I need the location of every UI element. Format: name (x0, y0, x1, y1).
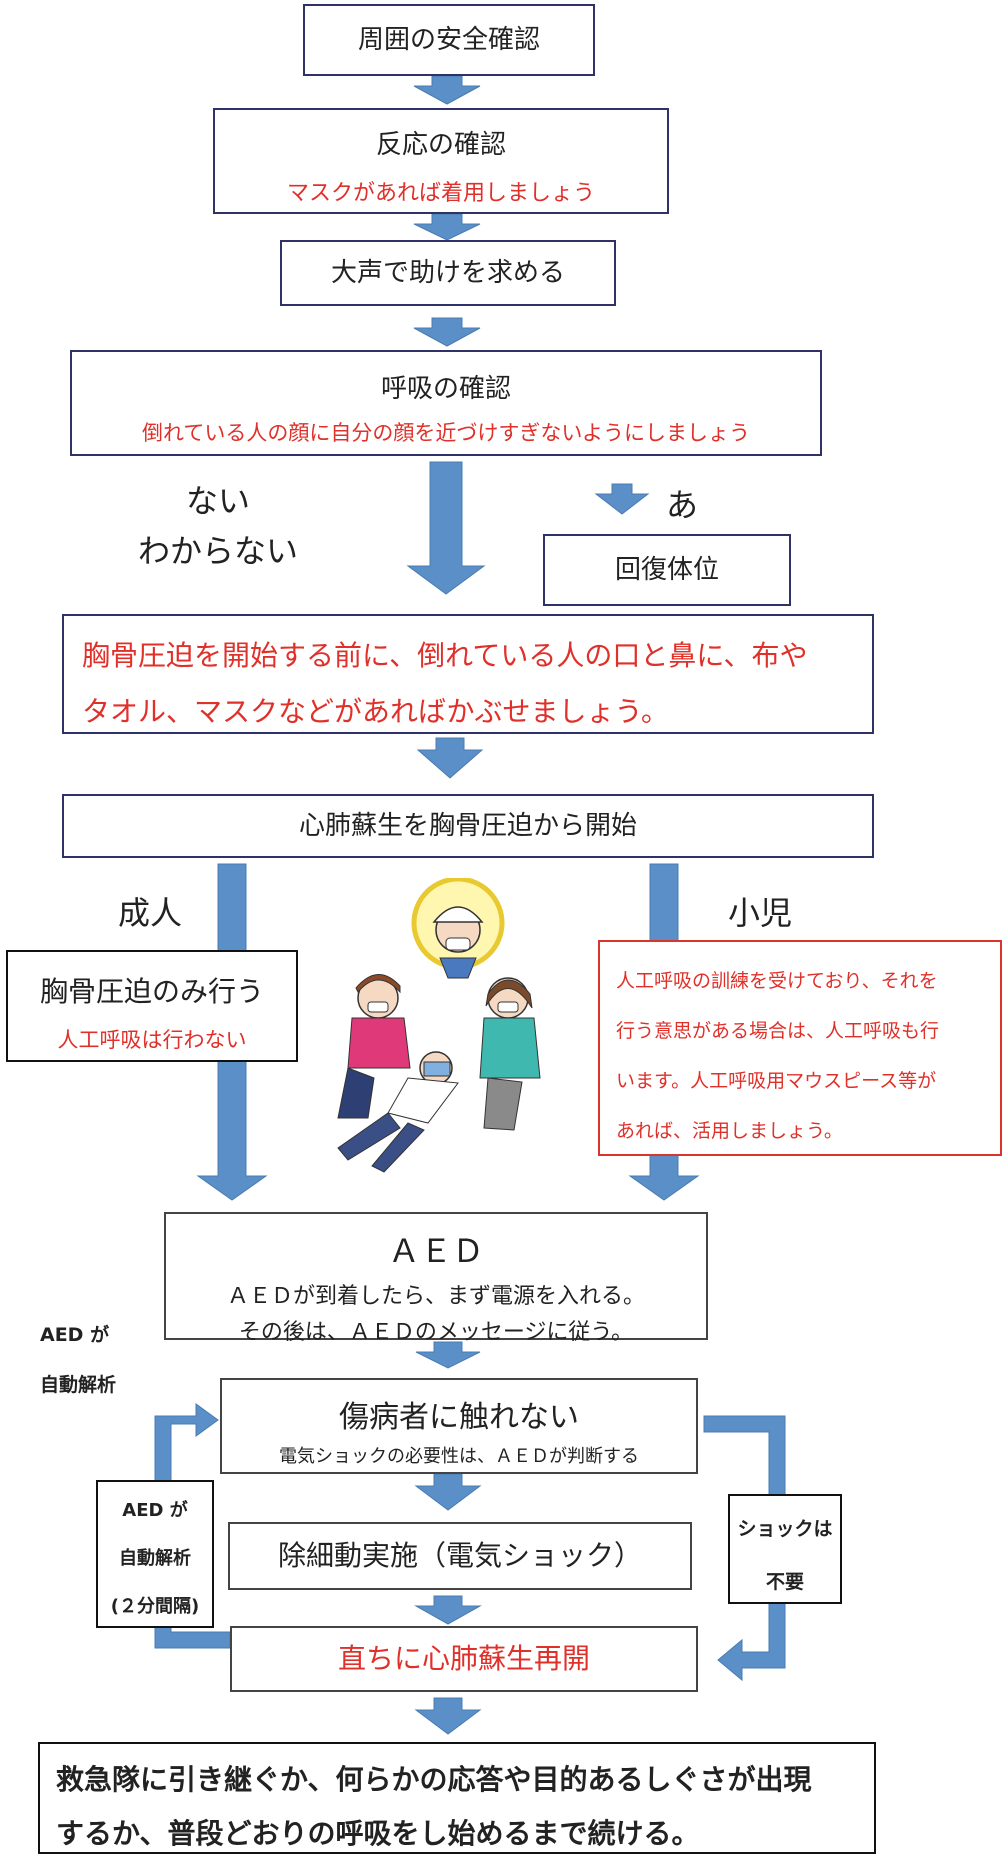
step-breathing: 呼吸の確認 倒れている人の顔に自分の顔を近づけすぎないようにしましょう (70, 350, 822, 456)
step-call-help: 大声で助けを求める (280, 240, 616, 306)
step-safety-label: 周囲の安全確認 (357, 25, 540, 55)
child-box-line-4: あれば、活用しましょう。 (616, 1120, 843, 1142)
arrow-6 (415, 1341, 481, 1369)
step-cpr-start: 心肺蘇生を胸骨圧迫から開始 (62, 794, 874, 858)
step-response-title: 反応の確認 (375, 130, 506, 160)
step-safety: 周囲の安全確認 (303, 4, 595, 76)
step-no-touch: 傷病者に触れない 電気ショックの必要性は、ＡＥＤが判断する (220, 1378, 698, 1474)
step-resume: 直ちに心肺蘇生再開 (230, 1626, 698, 1692)
step-recovery-label: 回復体位 (614, 555, 719, 585)
step-defib: 除細動実施（電気ショック） (228, 1522, 692, 1590)
no-shock-box: ショックは 不要 (728, 1494, 842, 1604)
aed-auto-label-2: 自動解析 (40, 1374, 117, 1396)
child-box-line-3: います。人工呼吸用マウスピース等が (616, 1070, 937, 1092)
aed-line-2: その後は、ＡＥＤのメッセージに従う。 (238, 1320, 634, 1345)
step-cover-warning: 胸骨圧迫を開始する前に、倒れている人の口と鼻に、布や タオル、マスクなどがあれば… (62, 614, 874, 734)
defib-label: 除細動実施（電気ショック） (277, 1539, 642, 1572)
no-touch-note: 電気ショックの必要性は、ＡＥＤが判断する (279, 1446, 639, 1467)
loop-box-line-3: (２分間隔) (110, 1596, 200, 1617)
label-none: ない わからない (118, 476, 318, 576)
no-shock-line-1: ショックは (737, 1518, 833, 1540)
step-response-note: マスクがあれば着用しましょう (286, 181, 595, 206)
label-yes: あ (666, 486, 699, 524)
rescuer-left-body-icon (347, 1017, 411, 1069)
arrow-7 (414, 1473, 482, 1511)
label-none-2: わからない (137, 532, 298, 570)
cover-warning-line-1: 胸骨圧迫を開始する前に、倒れている人の口と鼻に、布や (82, 639, 808, 672)
patient-body-icon (387, 1077, 459, 1124)
step-aed: ＡＥＤ ＡＥＤが到着したら、まず電源を入れる。 その後は、ＡＥＤのメッセージに従… (164, 1212, 708, 1345)
final-line-2: するか、普段どおりの呼吸をし始めるまで続ける。 (56, 1817, 700, 1850)
aed-title: ＡＥＤ (387, 1232, 484, 1270)
step-adult-box: 胸骨圧迫のみ行う 人工呼吸は行わない (6, 950, 298, 1062)
no-touch-title: 傷病者に触れない (339, 1400, 579, 1435)
aed-auto-label-1: AED が (40, 1324, 110, 1346)
cover-warning-line-2: タオル、マスクなどがあればかぶせましょう。 (82, 695, 669, 728)
label-adult: 成人 (118, 894, 183, 932)
step-response: 反応の確認 マスクがあれば着用しましょう (213, 108, 669, 214)
child-box-line-2: 行う意思がある場合は、人工呼吸も行 (616, 1020, 940, 1042)
arrow-1 (413, 75, 481, 105)
adult-box-title: 胸骨圧迫のみ行う (39, 975, 264, 1008)
adult-box-note: 人工呼吸は行わない (57, 1028, 247, 1052)
child-box-line-1: 人工呼吸の訓練を受けており、それを (616, 970, 938, 992)
arrow-recovery (594, 483, 650, 515)
rescuer-right-body-icon (479, 1017, 541, 1079)
rescue-illustration (337, 878, 541, 1173)
aed-line-1: ＡＥＤが到着したら、まず電源を入れる。 (226, 1284, 645, 1309)
arrow-5 (416, 737, 484, 779)
loop-box: AED が 自動解析 (２分間隔) (96, 1480, 214, 1628)
no-shock-line-2: 不要 (765, 1571, 804, 1593)
arrow-2 (413, 213, 481, 241)
step-breathing-note: 倒れている人の顔に自分の顔を近づけすぎないようにしましょう (142, 421, 750, 445)
arrow-4 (406, 461, 486, 595)
label-child: 小児 (728, 894, 793, 932)
step-child-box: 人工呼吸の訓練を受けており、それを 行う意思がある場合は、人工呼吸も行 います。… (598, 940, 1002, 1156)
step-cpr-start-label: 心肺蘇生を胸骨圧迫から開始 (298, 811, 637, 841)
arrow-no-shock (703, 1415, 786, 1682)
loop-box-line-1: AED が (122, 1500, 188, 1521)
aed-auto-label: AED が 自動解析 (40, 1310, 116, 1410)
final-line-1: 救急隊に引き継ぐか、何らかの応答や目的あるしぐさが出現 (56, 1763, 812, 1796)
label-none-1: ない (185, 482, 250, 520)
arrow-9 (414, 1697, 482, 1735)
step-call-help-label: 大声で助けを求める (330, 258, 565, 288)
step-final: 救急隊に引き継ぐか、何らかの応答や目的あるしぐさが出現 するか、普段どおりの呼吸… (38, 1742, 876, 1854)
loop-box-line-2: 自動解析 (119, 1548, 191, 1569)
resume-label: 直ちに心肺蘇生再開 (337, 1642, 590, 1675)
arrow-8 (414, 1595, 482, 1625)
step-breathing-title: 呼吸の確認 (380, 374, 511, 404)
step-recovery: 回復体位 (543, 534, 791, 606)
arrow-3 (413, 317, 481, 347)
